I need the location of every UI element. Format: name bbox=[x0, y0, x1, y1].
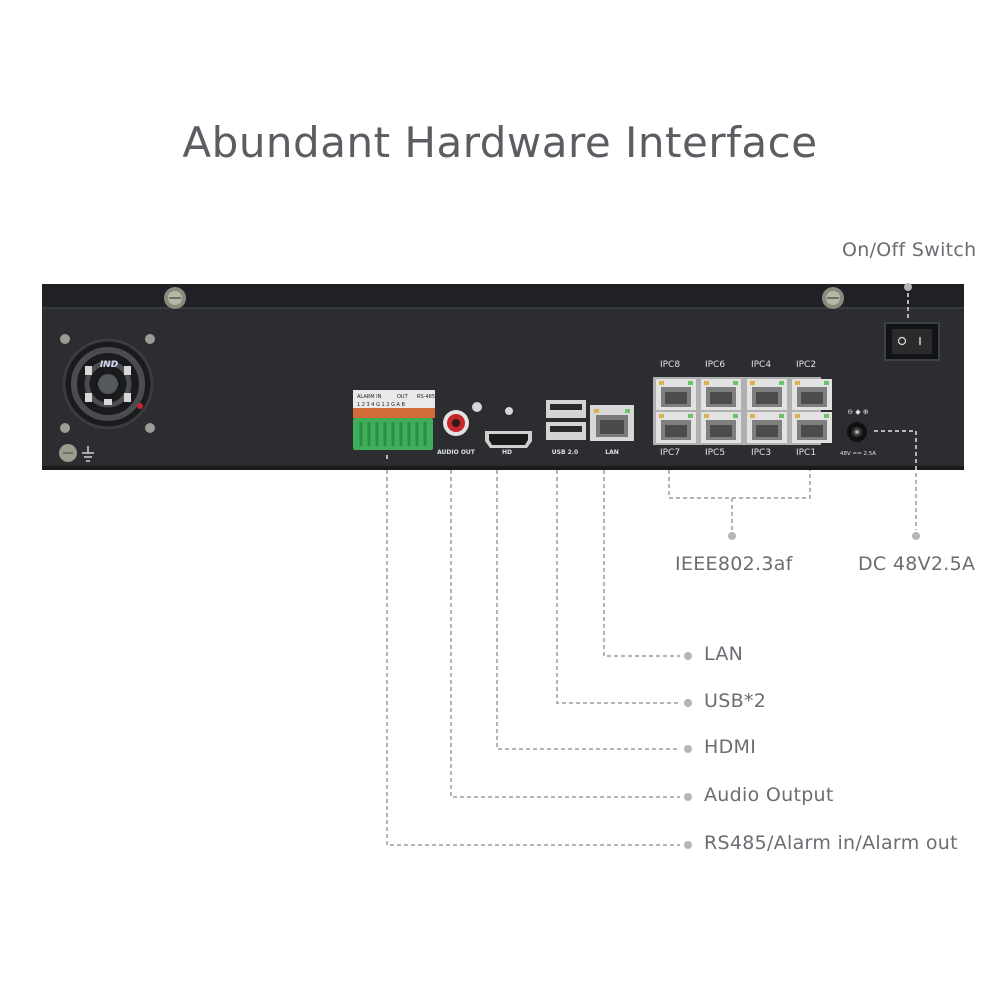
callout-usb: USB*2 bbox=[704, 690, 767, 712]
rj45-port-icon bbox=[590, 405, 634, 441]
rj45-port-icon bbox=[747, 412, 787, 443]
callout-rs485: RS485/Alarm in/Alarm out bbox=[704, 832, 958, 854]
ipc2-label: IPC2 bbox=[796, 360, 816, 370]
rca-jack-icon bbox=[443, 402, 482, 436]
ipc1-label: IPC1 bbox=[796, 448, 816, 458]
rj45-port-icon bbox=[701, 379, 741, 410]
usb-leader bbox=[556, 470, 680, 704]
dc-leader bbox=[874, 430, 917, 530]
callout-hdmi: HDMI bbox=[704, 736, 757, 758]
callout-ieee802-3af: IEEE802.3af bbox=[675, 553, 793, 575]
rj45-port-icon bbox=[792, 412, 832, 443]
fan-icon bbox=[60, 334, 155, 433]
audio-leader bbox=[450, 470, 680, 798]
terminal-numbers: 1 2 3 4 G 1 2 G A B bbox=[357, 402, 406, 408]
leader-dots bbox=[684, 283, 920, 849]
chassis-top-lid bbox=[42, 284, 964, 308]
leader-lines bbox=[386, 293, 917, 846]
usb-port-icon bbox=[546, 400, 586, 440]
callout-lan: LAN bbox=[704, 643, 744, 665]
dc-jack-icon bbox=[847, 422, 867, 442]
ipc4-label: IPC4 bbox=[751, 360, 771, 370]
chassis-bottom-edge bbox=[42, 466, 964, 470]
rs485-leader bbox=[386, 470, 680, 846]
rj45-port-icon bbox=[656, 412, 696, 443]
ipc3-label: IPC3 bbox=[751, 448, 771, 458]
ground-icon bbox=[59, 444, 94, 462]
hdmi-label: HD bbox=[502, 449, 512, 456]
alarm-terminal-block bbox=[353, 390, 435, 450]
rj45-port-icon bbox=[792, 379, 832, 410]
callout-audio-output: Audio Output bbox=[704, 784, 834, 806]
fan-logo: IND bbox=[100, 360, 119, 370]
callout-dc-48v: DC 48V2.5A bbox=[858, 553, 976, 575]
audio-out-label: AUDIO OUT bbox=[437, 449, 476, 456]
rj45-port-icon bbox=[747, 379, 787, 410]
rocker-switch-icon bbox=[884, 322, 940, 361]
page-title: Abundant Hardware Interface bbox=[182, 118, 818, 167]
rj45-port-icon bbox=[701, 412, 741, 443]
terminal-header-alarm-in: ALARM IN bbox=[357, 394, 382, 400]
terminal-header-out: OUT bbox=[397, 394, 409, 400]
callout-on-off-switch: On/Off Switch bbox=[842, 239, 977, 261]
hdmi-leader bbox=[496, 470, 680, 750]
polarity-label: ⊖ ◆ ⊕ bbox=[847, 408, 869, 416]
screw-icon bbox=[164, 287, 186, 309]
lan-label: LAN bbox=[605, 449, 619, 456]
usb-label: USB 2.0 bbox=[552, 449, 578, 456]
screw-icon bbox=[822, 287, 844, 309]
ipc7-label: IPC7 bbox=[660, 448, 680, 458]
ipc5-label: IPC5 bbox=[705, 448, 725, 458]
ipc8-label: IPC8 bbox=[660, 360, 680, 370]
poe-leader bbox=[668, 470, 811, 530]
terminal-label-plate bbox=[353, 390, 435, 408]
hdmi-port-icon bbox=[485, 407, 532, 448]
terminal-header-rs485: RS-485 bbox=[417, 394, 435, 400]
ipc6-label: IPC6 bbox=[705, 360, 725, 370]
lan-leader bbox=[603, 470, 680, 657]
terminal-pins bbox=[353, 408, 435, 418]
power-rating-label: 48V == 2.5A bbox=[840, 451, 876, 457]
rj45-port-icon bbox=[656, 379, 696, 410]
